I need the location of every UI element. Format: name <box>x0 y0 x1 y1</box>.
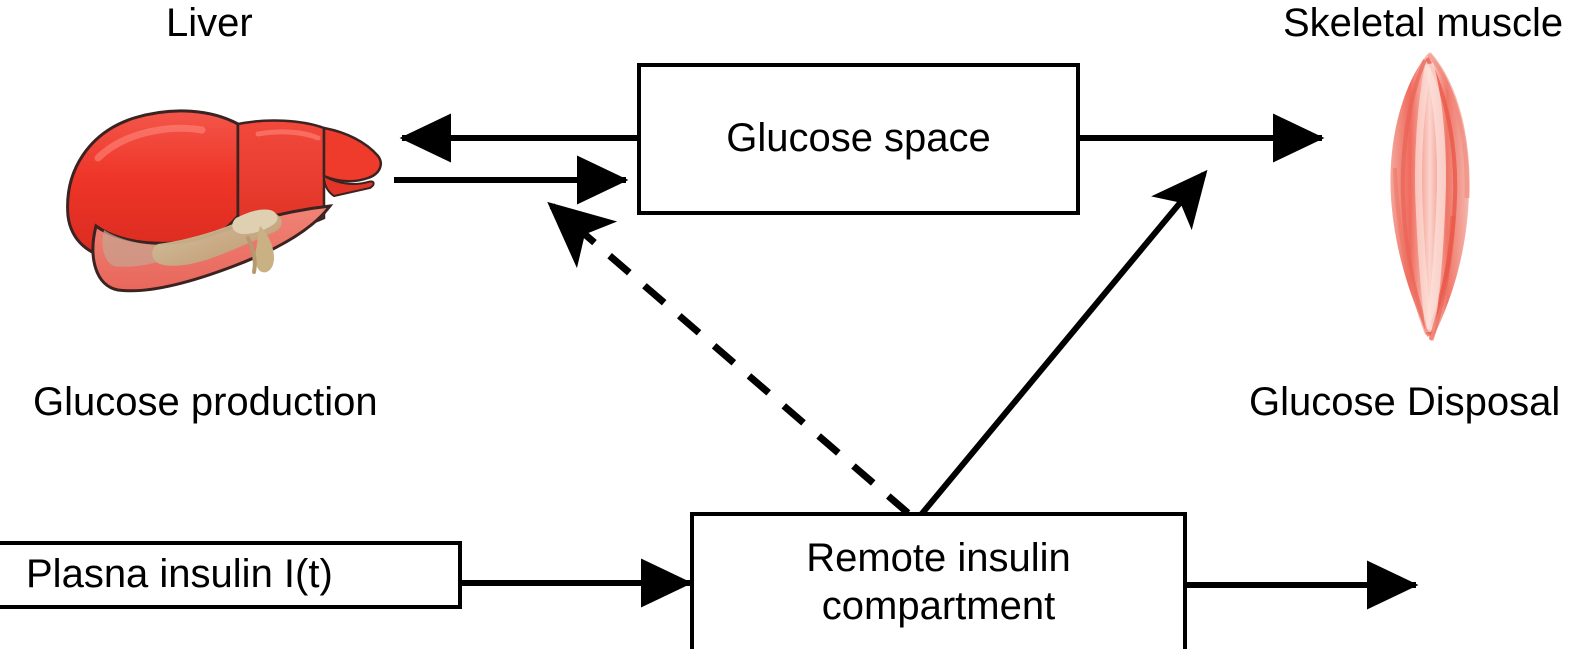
arrow-remote-insulin-to-muscle <box>917 169 1208 518</box>
remote-insulin-compartment-node[interactable]: Remote insulin compartment <box>690 512 1187 649</box>
arrow-remote-insulin-to-glucose-production <box>547 201 911 516</box>
skeletal-muscle-illustration <box>1365 48 1493 353</box>
liver-label: Liver <box>166 1 253 45</box>
plasma-insulin-node[interactable]: Plasna insulin I(t) <box>0 541 462 609</box>
plasma-insulin-label: Plasna insulin I(t) <box>26 552 333 597</box>
skeletal-muscle-label: Skeletal muscle <box>1283 1 1564 45</box>
glucose-disposal-label: Glucose Disposal <box>1249 380 1561 424</box>
remote-insulin-compartment-label: Remote insulin compartment <box>806 536 1071 628</box>
glucose-space-label: Glucose space <box>726 116 991 161</box>
glucose-space-node[interactable]: Glucose space <box>637 63 1080 215</box>
liver-illustration <box>62 98 392 313</box>
glucose-production-label: Glucose production <box>33 380 378 424</box>
